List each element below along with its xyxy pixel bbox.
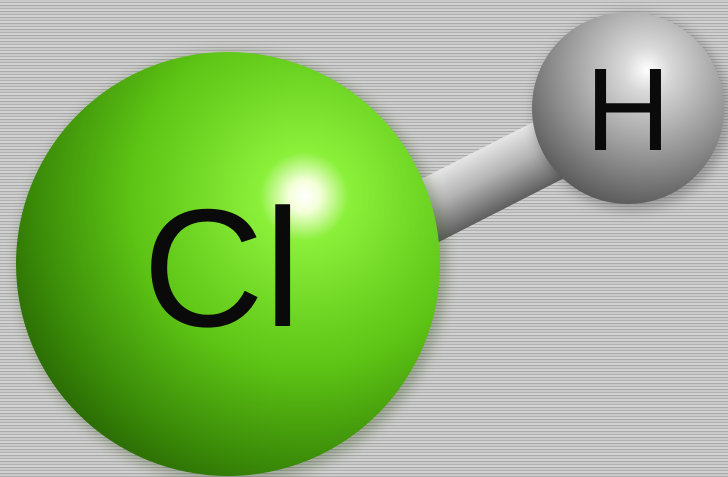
chlorine-atom: Cl — [16, 52, 447, 477]
hydrogen-atom: H — [532, 12, 728, 210]
chlorine-label: Cl — [143, 174, 302, 362]
hydrogen-label: H — [585, 44, 670, 176]
